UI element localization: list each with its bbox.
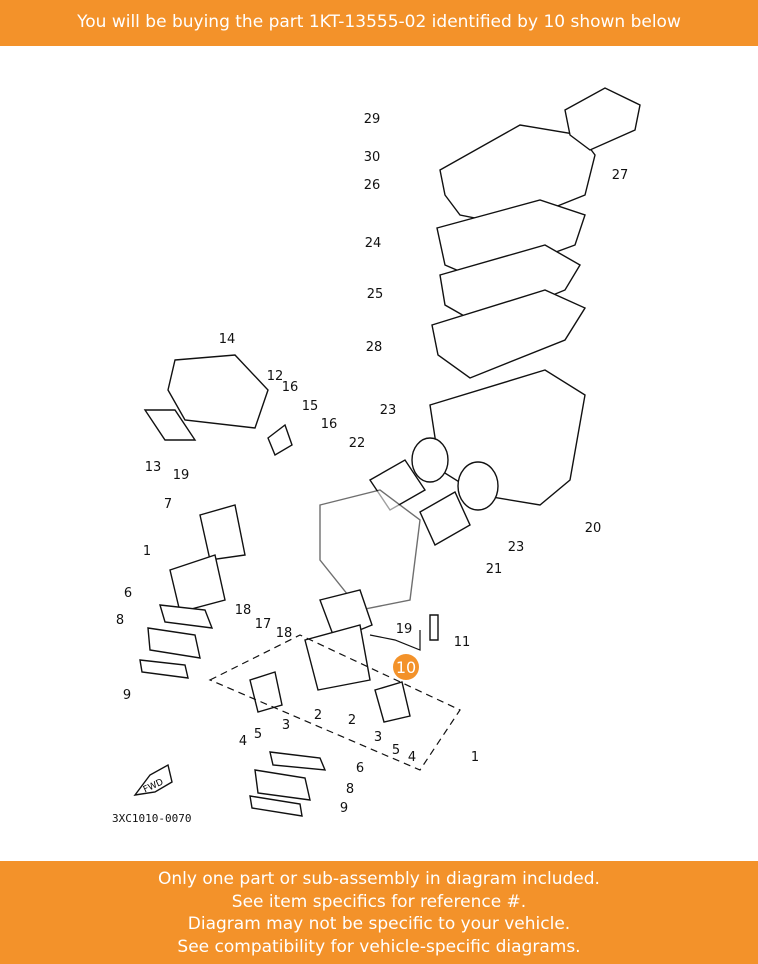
footer-line: See compatibility for vehicle-specific d… [177, 936, 581, 957]
callout-labels: 2930262724252814121615161323222019723211… [116, 112, 628, 816]
gasket-24 [436, 199, 586, 281]
callout-11: 11 [454, 635, 471, 650]
callout-19: 19 [173, 468, 190, 483]
callout-24: 24 [365, 236, 382, 251]
callout-29: 29 [364, 112, 381, 127]
callout-6: 6 [124, 586, 132, 601]
callout-18: 18 [235, 603, 252, 618]
gasket-6 [159, 604, 214, 629]
footer-line: See item specifics for reference #. [231, 891, 527, 912]
footer-line: Diagram may not be specific to your vehi… [187, 914, 571, 934]
cylinder [319, 489, 421, 611]
callout-18: 18 [276, 626, 293, 641]
header-text: You will be buying the part 1KT-13555-02… [77, 12, 681, 32]
callout-26: 26 [364, 178, 381, 193]
fwd-arrow [133, 763, 173, 796]
diagram-drawing [133, 87, 641, 817]
callout-3: 3 [282, 718, 290, 733]
parts-diagram: 2930262724252814121615161323222019723211… [112, 87, 641, 825]
highlight-marker[interactable]: 10 [393, 654, 419, 680]
callout-16: 16 [282, 380, 299, 395]
callout-6: 6 [356, 761, 364, 776]
callout-16: 16 [321, 417, 338, 432]
callout-22: 22 [349, 436, 366, 451]
bracket-13 [143, 409, 197, 441]
callout-9: 9 [123, 688, 131, 703]
callout-5: 5 [254, 727, 262, 742]
hose-15 [267, 423, 293, 457]
callout-25: 25 [367, 287, 384, 302]
callout-12: 12 [267, 369, 284, 384]
callout-20: 20 [585, 521, 602, 536]
callout-4: 4 [408, 750, 416, 765]
callout-5: 5 [392, 743, 400, 758]
subassembly-outline [208, 634, 461, 771]
spacer-8b [254, 769, 311, 801]
callout-13: 13 [145, 460, 162, 475]
gasket-25 [439, 244, 581, 326]
leader-10 [369, 630, 421, 651]
callout-8: 8 [346, 782, 354, 797]
gasket-9 [139, 659, 189, 679]
callout-3: 3 [374, 730, 382, 745]
spacer-8 [147, 627, 201, 659]
callout-2: 2 [314, 708, 322, 723]
callout-27: 27 [612, 168, 629, 183]
callout-23: 23 [380, 403, 397, 418]
reed-block [304, 624, 371, 691]
ring-23a [411, 437, 449, 483]
callout-4: 4 [239, 734, 247, 749]
callout-14: 14 [219, 332, 236, 347]
manifold-7 [199, 504, 246, 561]
cover-12 [167, 354, 269, 429]
footer-banner: Only one part or sub-assembly in diagram… [0, 861, 758, 964]
footer-line: Only one part or sub-assembly in diagram… [158, 869, 600, 889]
callout-1: 1 [471, 750, 479, 765]
plate-28 [431, 289, 587, 379]
reed-valve-1 [169, 554, 226, 613]
callout-1: 1 [143, 544, 151, 559]
callout-28: 28 [366, 340, 383, 355]
callout-8: 8 [116, 613, 124, 628]
airbox [429, 369, 586, 506]
callout-23: 23 [508, 540, 525, 555]
gasket-9b [249, 795, 303, 817]
callout-21: 21 [486, 562, 503, 577]
callout-7: 7 [164, 497, 172, 512]
callout-17: 17 [255, 617, 272, 632]
callout-30: 30 [364, 150, 381, 165]
callout-19: 19 [396, 622, 413, 637]
callout-15: 15 [302, 399, 319, 414]
gasket-6b [269, 751, 327, 771]
reed-petal-right [374, 681, 411, 723]
bolt-11 [429, 614, 439, 641]
header-banner: You will be buying the part 1KT-13555-02… [0, 0, 758, 46]
highlight-label: 10 [396, 658, 416, 677]
callout-2: 2 [348, 713, 356, 728]
intake-duct [564, 87, 641, 151]
callout-9: 9 [340, 801, 348, 816]
diagram-code: 3XC1010-0070 [112, 812, 191, 825]
reed-petal-left [249, 671, 283, 713]
boot-21 [419, 491, 471, 546]
ring-23b [457, 461, 499, 511]
highlight-circle [393, 654, 419, 680]
airbox-cover [439, 124, 596, 226]
